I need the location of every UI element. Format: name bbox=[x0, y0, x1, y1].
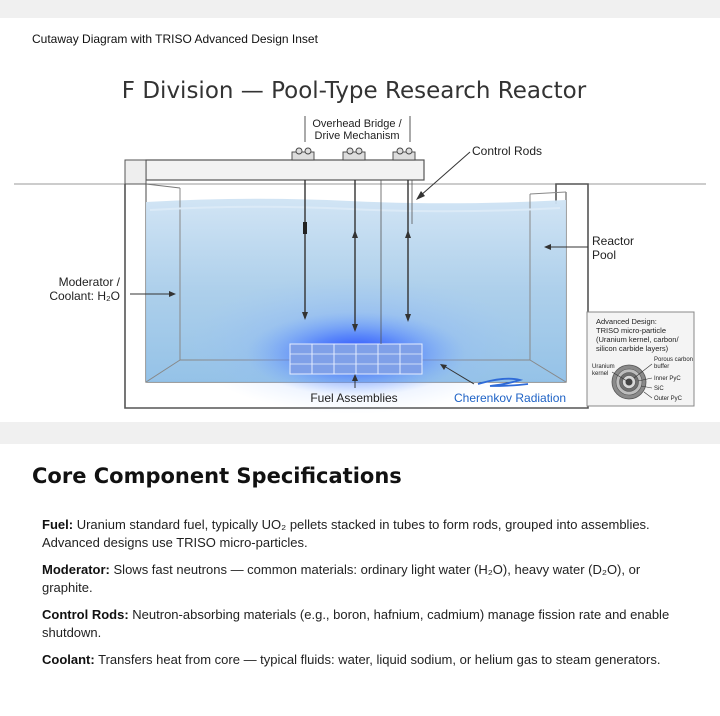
spec-text: Slows fast neutrons — common materials: … bbox=[42, 562, 641, 595]
spec-item-moderator: Moderator: Slows fast neutrons — common … bbox=[42, 561, 682, 597]
drive-mechanism bbox=[291, 147, 416, 161]
pool-perspective-line bbox=[529, 191, 567, 195]
inset-buffer-leader bbox=[633, 363, 653, 379]
spec-term: Fuel: bbox=[42, 517, 74, 532]
reactor-pool-label-line2: Pool bbox=[592, 248, 616, 262]
inset-kernel-line2: kernel bbox=[592, 371, 608, 377]
cherenkov-leader bbox=[443, 365, 475, 385]
inset-outer-pyc: Outer PyC bbox=[654, 396, 683, 402]
inset-inner-leader bbox=[637, 377, 653, 382]
fuel-arrow bbox=[352, 374, 358, 381]
inset-title-line1: Advanced Design: bbox=[596, 317, 657, 326]
cherenkov-swirl bbox=[477, 377, 529, 387]
figure-caption: Cutaway Diagram with TRISO Advanced Desi… bbox=[32, 32, 318, 46]
triso-inset: Advanced Design: TRISO micro-particle (U… bbox=[586, 311, 695, 407]
inset-buffer-line1: Porous carbon bbox=[654, 357, 693, 363]
control-rods-arrow bbox=[416, 191, 425, 200]
triso-particle bbox=[611, 364, 647, 400]
rod-guide-marks bbox=[352, 230, 411, 238]
bridge-label-line1: Overhead Bridge / bbox=[312, 118, 402, 130]
water-surface bbox=[149, 205, 561, 213]
section-divider-band bbox=[0, 422, 720, 444]
spec-item-coolant: Coolant: Transfers heat from core — typi… bbox=[42, 651, 682, 669]
pool-perspective-line bbox=[529, 359, 567, 383]
inset-title-line4: silicon carbide layers) bbox=[596, 344, 669, 353]
inset-sic-leader bbox=[640, 385, 653, 389]
fuel-assemblies bbox=[289, 343, 423, 375]
spec-term: Moderator: bbox=[42, 562, 110, 577]
diagram-title: F Division — Pool-Type Research Reactor bbox=[122, 78, 587, 104]
moderator-label-line2: Coolant: H₂O bbox=[49, 289, 120, 303]
cherenkov-arrow bbox=[440, 364, 447, 370]
spec-term: Coolant: bbox=[42, 652, 95, 667]
inset-title-line3: (Uranium kernel, carbon/ bbox=[596, 335, 679, 344]
inset-outer-leader bbox=[643, 391, 653, 399]
fuel-assemblies-label: Fuel Assemblies bbox=[310, 391, 397, 405]
bridge-support bbox=[124, 159, 147, 185]
control-rods bbox=[304, 180, 413, 344]
moderator-arrow bbox=[169, 291, 176, 297]
spec-text: Neutron-absorbing materials (e.g., boron… bbox=[42, 607, 670, 640]
inset-kernel-line1: Uranium bbox=[592, 364, 615, 370]
pool-wall bbox=[124, 183, 589, 409]
bridge-label-line2: Drive Mechanism bbox=[315, 130, 400, 142]
control-rod-tips bbox=[302, 312, 411, 332]
moderator-label-line1: Moderator / bbox=[59, 275, 121, 289]
cherenkov-label: Cherenkov Radiation bbox=[454, 391, 566, 405]
control-rods-leader bbox=[419, 151, 471, 197]
reactor-diagram: F Division — Pool-Type Research Reactor bbox=[0, 54, 720, 420]
spec-text: Transfers heat from core — typical fluid… bbox=[98, 652, 661, 667]
reactor-pool-label-line1: Reactor bbox=[592, 234, 634, 248]
specs-list: Fuel: Uranium standard fuel, typically U… bbox=[42, 516, 682, 678]
pool-perspective-line bbox=[145, 183, 181, 189]
pool-perspective-line bbox=[145, 359, 181, 383]
spec-item-control-rods: Control Rods: Neutron-absorbing material… bbox=[42, 606, 682, 642]
inset-title-line2: TRISO micro-particle bbox=[596, 326, 666, 335]
control-rod-absorber bbox=[303, 222, 307, 234]
reactor-pool-arrow bbox=[544, 244, 551, 250]
top-band bbox=[0, 0, 720, 18]
spec-term: Control Rods: bbox=[42, 607, 129, 622]
spec-text: Uranium standard fuel, typically UO₂ pel… bbox=[42, 517, 650, 550]
overhead-bridge bbox=[145, 159, 425, 181]
spec-item-fuel: Fuel: Uranium standard fuel, typically U… bbox=[42, 516, 682, 552]
inset-inner-pyc: Inner PyC bbox=[654, 376, 681, 382]
control-rods-label: Control Rods bbox=[472, 144, 542, 158]
specs-section-title: Core Component Specifications bbox=[32, 464, 402, 488]
inset-kernel-leader bbox=[611, 371, 628, 382]
inset-buffer-line2: buffer bbox=[654, 364, 669, 370]
inset-sic: SiC bbox=[654, 386, 664, 392]
